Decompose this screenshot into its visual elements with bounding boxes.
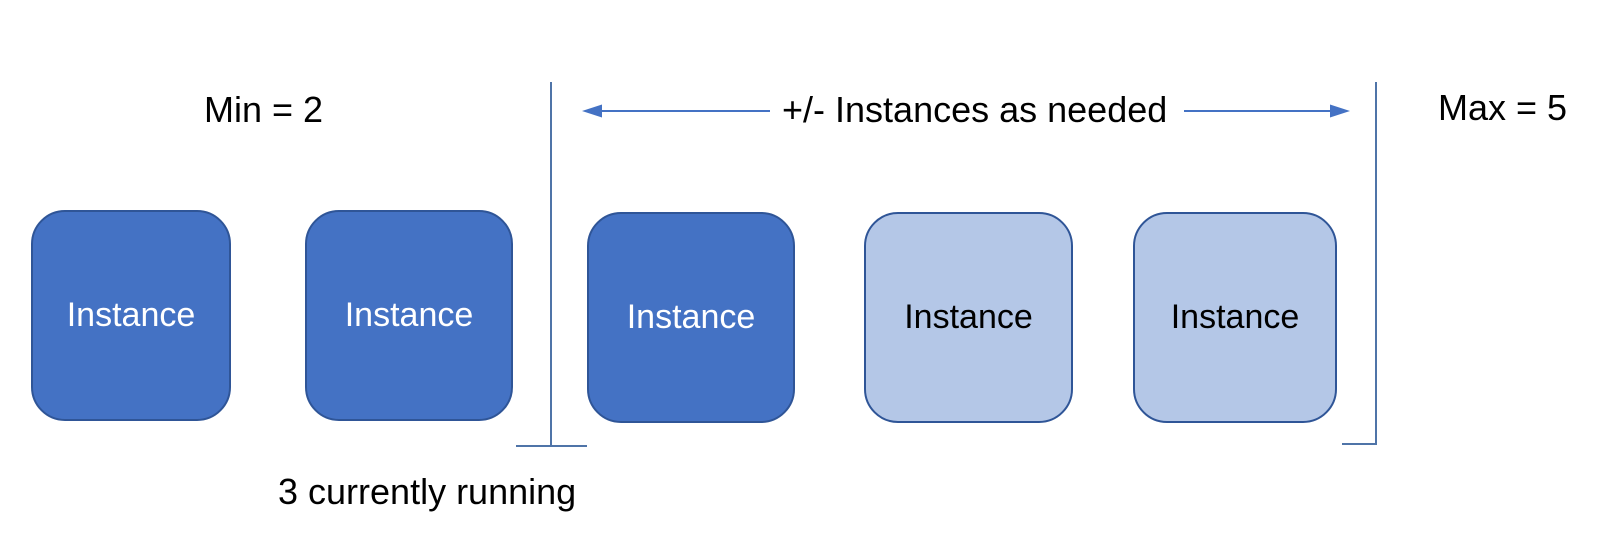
min-boundary-foot-line bbox=[516, 445, 587, 447]
instance-box-4: Instance bbox=[864, 212, 1073, 423]
instance-box-1: Instance bbox=[31, 210, 231, 421]
max-boundary-foot-line bbox=[1342, 443, 1377, 445]
min-boundary-line bbox=[550, 82, 552, 447]
instance-label: Instance bbox=[1170, 298, 1300, 336]
max-count-label: Max = 5 bbox=[1438, 87, 1568, 128]
instance-label: Instance bbox=[344, 296, 474, 334]
min-count-label: Min = 2 bbox=[204, 89, 324, 130]
instance-box-5: Instance bbox=[1133, 212, 1337, 423]
arrow-left-icon bbox=[582, 104, 770, 118]
currently-running-label: 3 currently running bbox=[278, 471, 577, 512]
instance-box-2: Instance bbox=[305, 210, 513, 421]
arrow-right-icon bbox=[1184, 104, 1350, 118]
instance-box-3: Instance bbox=[587, 212, 795, 423]
instance-label: Instance bbox=[904, 298, 1033, 336]
scaling-range-label: +/- Instances as needed bbox=[782, 89, 1168, 130]
instance-label: Instance bbox=[66, 296, 196, 334]
max-boundary-line bbox=[1375, 82, 1377, 445]
instance-label: Instance bbox=[626, 298, 756, 336]
